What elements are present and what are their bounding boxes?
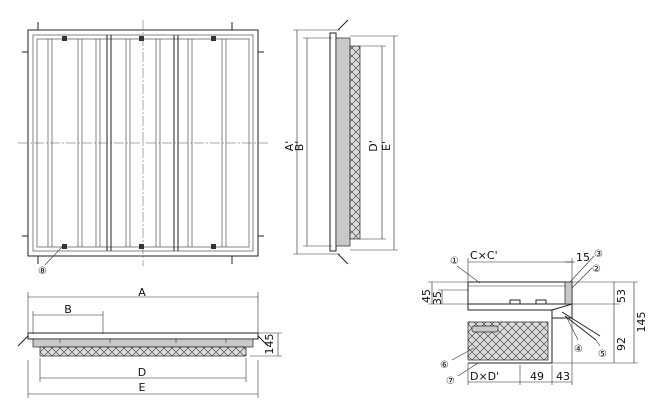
callout-1: ① [450,256,459,267]
callout-5: ⑤ [598,349,607,360]
label-a: A [138,286,146,299]
mounting-brackets [22,22,264,264]
side-frame [329,32,337,252]
callout-3: ③ [594,249,603,260]
callout-2: ② [592,264,601,275]
callout-8: ⑧ [38,266,47,277]
label-d: D [138,366,146,379]
label-b-prime: B' [293,141,306,152]
label-e: E [139,381,146,394]
dim-53: 53 [615,289,628,303]
dim-49: 49 [530,370,544,383]
dim-43: 43 [556,370,570,383]
callout-4: ④ [574,344,583,355]
detail-edge [564,281,573,305]
label-a-prime: A' [283,141,296,152]
bottom-frame [27,332,259,340]
bottom-insulation [39,346,247,357]
label-d-prime: D' [367,140,380,152]
fixing-bolts [62,36,216,249]
label-e-prime: E' [380,141,393,151]
bottom-view: A B 145 D E [17,286,282,398]
detail-arm-2 [564,315,597,341]
dim-145-bottom: 145 [263,334,276,355]
detail-clips [509,299,547,304]
label-b: B [64,303,72,316]
dim-15: 15 [576,251,590,264]
detail-cap [471,325,499,333]
bottom-clips [59,339,227,343]
dim-45: 45 [420,289,433,303]
side-view: A' B' D' E' [283,19,398,265]
insulation-panel [349,45,361,240]
bottom-rails [32,338,254,348]
label-d-x-d: D×D' [470,370,499,383]
dim-145-detail: 145 [635,312,648,333]
detail-arm [561,311,601,337]
side-rails [335,37,351,247]
detail-section: C×C' 15 45 35 53 92 145 D×D' 49 43 ① [420,249,648,387]
callout-6: ⑥ [440,360,449,371]
callout-7: ⑦ [446,376,455,387]
detail-bracket [551,303,573,319]
front-view: ⑧ [18,20,268,277]
bottom-side-clips [17,335,269,347]
label-c-x-c: C×C' [470,249,498,262]
dim-92: 92 [615,337,628,351]
side-clips [337,19,349,265]
dim-35: 35 [431,291,444,305]
callout-8-leader [44,246,63,266]
